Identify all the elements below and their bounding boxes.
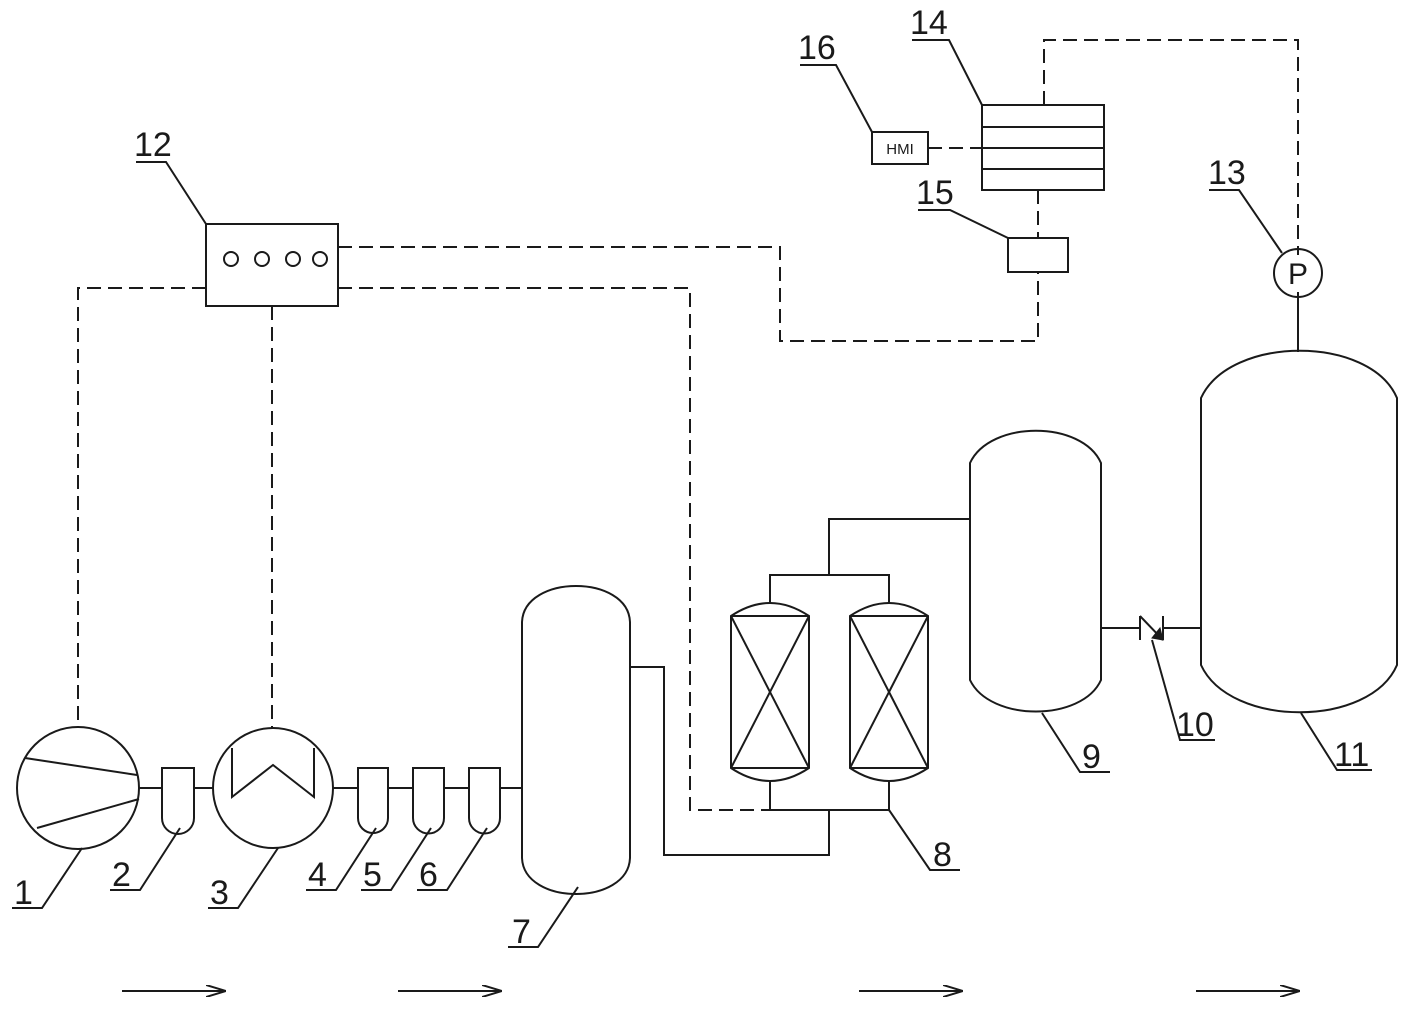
- label-9: 9: [1082, 738, 1101, 776]
- label-13: 13: [1208, 154, 1246, 192]
- label-4: 4: [308, 856, 327, 894]
- label-12: 12: [134, 126, 172, 164]
- label-10: 10: [1176, 706, 1214, 744]
- label-8: 8: [933, 836, 952, 874]
- control-signal-lines: [77, 39, 1299, 811]
- pressure-gauge: P: [1273, 248, 1323, 298]
- cooler: [212, 727, 334, 849]
- hmi-label: HMI: [886, 141, 914, 158]
- label-6: 6: [419, 856, 438, 894]
- control-box: [205, 223, 339, 307]
- label-2: 2: [112, 856, 131, 894]
- label-3: 3: [210, 874, 229, 912]
- filter-4: [357, 767, 389, 834]
- hmi-panel: HMI: [871, 131, 929, 165]
- leader-lines: [12, 39, 1372, 948]
- label-1: 1: [14, 874, 33, 912]
- communication-module: [1007, 237, 1069, 273]
- label-16: 16: [798, 29, 836, 67]
- label-5: 5: [363, 856, 382, 894]
- storage-tank: [1200, 349, 1398, 714]
- label-11: 11: [1334, 736, 1369, 774]
- component-labels: 1 2 3 4 5 6 7 8 9 10 11 12 13 14 15 16: [14, 4, 1369, 951]
- adsorption-tower-right: [849, 602, 929, 782]
- filter-6: [468, 767, 501, 835]
- buffer-tank: [521, 585, 631, 895]
- label-15: 15: [916, 174, 954, 212]
- adsorption-towers: [730, 602, 929, 782]
- plc-controller: [981, 104, 1105, 191]
- label-14: 14: [910, 4, 948, 42]
- gas-tank: [969, 429, 1102, 713]
- filter-5: [412, 767, 445, 835]
- compressor: [16, 726, 140, 850]
- check-valve: [1139, 615, 1164, 641]
- gauge-symbol: P: [1288, 258, 1308, 291]
- filter-2: [161, 767, 195, 835]
- process-pipes: [139, 292, 1299, 856]
- label-7: 7: [512, 913, 531, 951]
- adsorption-tower-left: [730, 602, 810, 782]
